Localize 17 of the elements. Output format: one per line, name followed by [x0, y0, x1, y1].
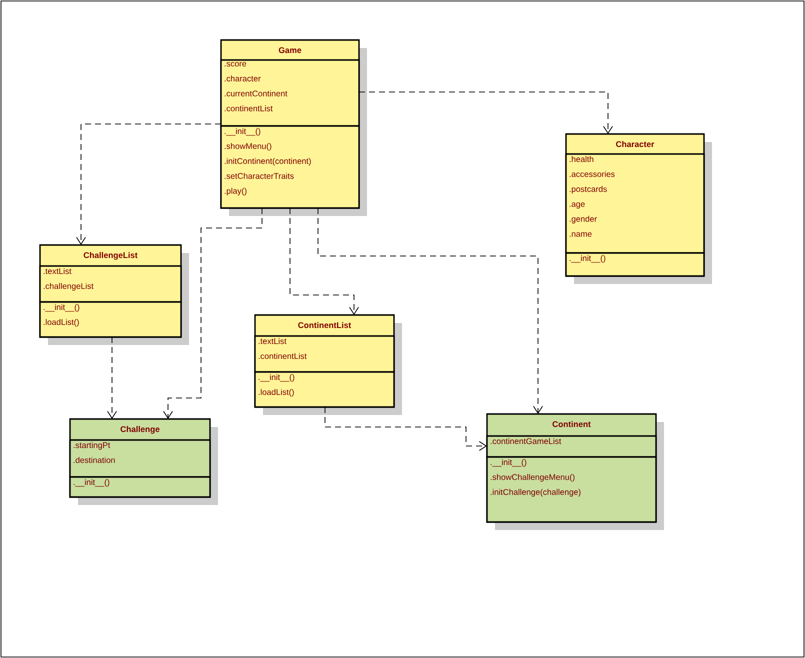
- method-compartment: .__init__() .showMenu() .initContinent(continent) .setCharacterTraits .play(): [220, 125, 360, 209]
- method-compartment: .__init__(): [565, 252, 705, 277]
- method-compartment: .__init__() .loadList(): [254, 371, 395, 408]
- dependency-arrow: [107, 336, 117, 419]
- method-compartment: .__init__() .loadList(): [39, 301, 182, 338]
- attribute-compartment: .textList .challengeList: [39, 265, 182, 303]
- dependency-arrow: [358, 92, 613, 134]
- dependency-arrow: [318, 208, 543, 414]
- dependency-arrow: [290, 208, 359, 315]
- method-compartment: .__init__(): [69, 476, 211, 498]
- attribute-compartment: .continentGameList: [486, 435, 657, 458]
- attribute-compartment: .startingPt .destination: [69, 439, 211, 478]
- dependency-arrow: [324, 406, 487, 451]
- attribute-compartment: .score .character .currentContinent .continentList: [220, 59, 360, 127]
- dependency-arrow: [163, 208, 262, 419]
- attribute-compartment: .textList .continentList: [254, 335, 395, 373]
- dependency-arrow: [76, 124, 222, 245]
